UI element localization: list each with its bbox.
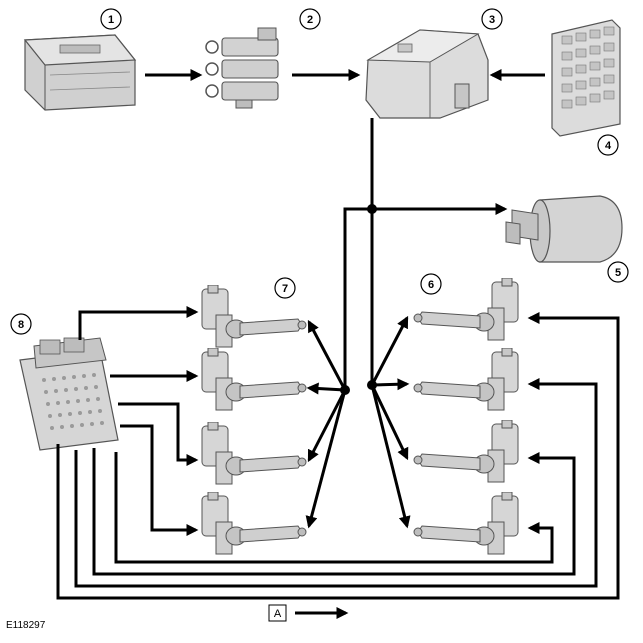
callout-label: 8 [18, 319, 24, 331]
ignition-coil [201, 492, 307, 555]
ignition-coil [413, 348, 519, 411]
wire-ecm-right-3 [92, 448, 576, 576]
wire-ecm-left-1 [78, 306, 199, 340]
wire-left-coil-3 [307, 389, 347, 463]
legend-letter: A [274, 608, 282, 620]
wire-ecm-left-3 [118, 402, 199, 466]
fuse-link-illustration [205, 27, 279, 109]
ignition-coil [201, 422, 307, 485]
wire-right-coil-4 [370, 384, 411, 529]
wire-left-coil-2 [306, 382, 346, 395]
ignition-coils-right-bank [413, 278, 519, 555]
callout-2: 2 [299, 8, 321, 30]
callout-4: 4 [597, 134, 619, 156]
callout-label: 5 [615, 267, 621, 279]
legend-box [268, 604, 287, 622]
callout-label: 4 [605, 140, 612, 152]
engine-control-module-illustration [19, 337, 119, 451]
wire-ecm-right-1 [56, 312, 620, 600]
callout-5: 5 [607, 261, 629, 283]
ignition-coils-left-bank [201, 285, 307, 555]
callout-label: 1 [108, 14, 114, 26]
callout-label: 3 [489, 14, 495, 26]
callout-label: 6 [428, 279, 434, 291]
callout-7: 7 [274, 277, 296, 299]
legend: A [268, 604, 349, 622]
wire-left-coil-1 [307, 319, 347, 391]
wire-ecm-right-2 [74, 378, 598, 588]
wire-right-coil-3 [370, 384, 409, 461]
ignition-coil [201, 348, 307, 411]
wire-ecm-left-4 [120, 424, 199, 536]
ignition-coil [413, 492, 519, 555]
figure-id: E118297 [6, 620, 46, 631]
callout-label: 7 [282, 283, 288, 295]
callout-3: 3 [481, 8, 503, 30]
central-junction-box-illustration [551, 19, 621, 137]
wire-right-coil-1 [370, 315, 409, 386]
wire-right-coil-2 [371, 378, 410, 391]
callout-6: 6 [420, 273, 442, 295]
battery-illustration [23, 34, 137, 111]
connection-lines [56, 69, 620, 600]
wire-to-left-bank-node [343, 207, 372, 390]
engine-junction-box-illustration [365, 29, 489, 119]
wire-left-coil-4 [305, 389, 347, 529]
callout-1: 1 [100, 8, 122, 30]
callout-label: 2 [307, 14, 313, 26]
wire-ecm-right-4 [114, 452, 554, 564]
ignition-coil [413, 420, 519, 483]
relay-module-illustration [505, 195, 623, 263]
callout-8: 8 [10, 313, 32, 335]
